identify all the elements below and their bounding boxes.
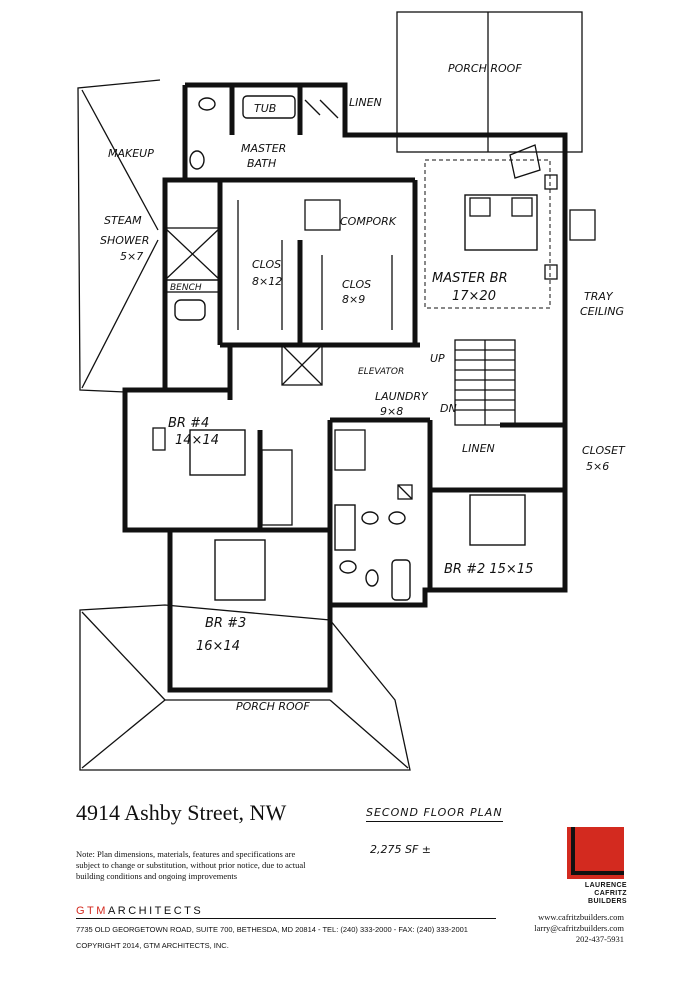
closet-a-label-1: CLOS — [252, 258, 281, 271]
master-bath-area — [185, 85, 415, 183]
makeup-label: MAKEUP — [108, 147, 154, 160]
bench-label: BENCH — [170, 283, 202, 293]
laundry-label: LAUNDRY — [375, 390, 429, 403]
master-bedroom — [424, 144, 596, 309]
builder-contact: www.cafritzbuilders.com larry@cafritzbui… — [500, 912, 624, 945]
closet-b-label-2: 8×9 — [342, 293, 365, 306]
steam-shower — [164, 227, 221, 321]
closet-b-label-1: CLOS — [342, 278, 371, 291]
builder-line-1: LAURENCE — [584, 882, 627, 889]
master-bath-label: MASTER — [241, 142, 286, 155]
tray-ceiling-label-1: TRAY — [584, 290, 614, 303]
porch-roof-top-label: PORCH ROOF — [448, 62, 522, 75]
stair-dn-label: DN — [440, 402, 457, 415]
firm-prefix: GTM — [76, 905, 108, 917]
builder-website-link[interactable]: www.cafritzbuilders.com — [538, 912, 624, 922]
builder-line-3: BUILDERS — [588, 898, 627, 905]
plan-area: 2,275 SF ± — [370, 843, 432, 856]
porch-roof-bottom — [79, 604, 411, 771]
stair-elevator — [281, 339, 516, 426]
copyright-text: COPYRIGHT 2014, GTM ARCHITECTS, INC. — [76, 941, 229, 950]
tub-label: TUB — [254, 102, 276, 115]
closet-a-label-2: 8×12 — [252, 275, 282, 288]
porch-roof-left — [77, 79, 161, 393]
steam-shower-label-3: 5×7 — [120, 250, 143, 263]
closets — [217, 180, 420, 348]
br3-size: 16×14 — [196, 639, 240, 654]
floor-plan-sketch: PORCH ROOF TUB LINEN MAKEUP MASTER BATH … — [77, 11, 626, 771]
porch-roof-top — [396, 11, 583, 153]
builder-logo — [567, 827, 624, 879]
linen-mid-label: LINEN — [462, 442, 495, 455]
architect-address: 7735 OLD GEORGETOWN ROAD, SUITE 700, BET… — [76, 925, 468, 934]
br2-label: BR #2 15×15 — [444, 562, 533, 577]
br4-size: 14×14 — [175, 433, 219, 448]
br4-label: BR #4 — [168, 416, 209, 431]
firm-suffix: ARCHITECTS — [107, 905, 204, 917]
builder-phone: 202-437-5931 — [575, 934, 624, 944]
builder-email-link[interactable]: larry@cafritzbuilders.com — [534, 923, 624, 933]
compork-label: COMPORK — [340, 215, 397, 228]
porch-roof-bottom-label: PORCH ROOF — [236, 700, 310, 713]
footer-rule — [76, 918, 496, 919]
builder-line-2: CAFRITZ — [594, 890, 627, 897]
architect-firm-name: GTMARCHITECTS — [76, 905, 203, 917]
room-labels: PORCH ROOF TUB LINEN MAKEUP MASTER BATH … — [100, 62, 626, 713]
plan-title: Second Floor Plan — [366, 806, 503, 822]
closet-label-1: CLOSET — [582, 444, 626, 457]
br3-label: BR #3 — [205, 616, 246, 631]
master-bath-label-2: BATH — [247, 157, 276, 170]
hall-bath-laundry — [334, 429, 413, 601]
closet-label-2: 5×6 — [586, 460, 609, 473]
disclaimer-note: Note: Plan dimensions, materials, featur… — [76, 849, 306, 881]
master-br-size: 17×20 — [452, 289, 496, 304]
steam-shower-label-1: STEAM — [104, 214, 142, 227]
property-address: 4914 Ashby Street, NW — [76, 800, 287, 825]
steam-shower-label-2: SHOWER — [100, 234, 149, 247]
linen-top-label: LINEN — [349, 96, 382, 109]
bedroom-walls — [125, 345, 565, 605]
master-br-label: MASTER BR — [432, 271, 508, 286]
tray-ceiling-label-2: CEILING — [580, 305, 624, 318]
exterior-walls — [122, 82, 568, 693]
elevator-label: ELEVATOR — [358, 367, 404, 377]
builder-name: LAURENCE CAFRITZ BUILDERS — [567, 882, 627, 906]
laundry-size: 9×8 — [380, 405, 403, 418]
stair-up-label: UP — [430, 352, 445, 365]
